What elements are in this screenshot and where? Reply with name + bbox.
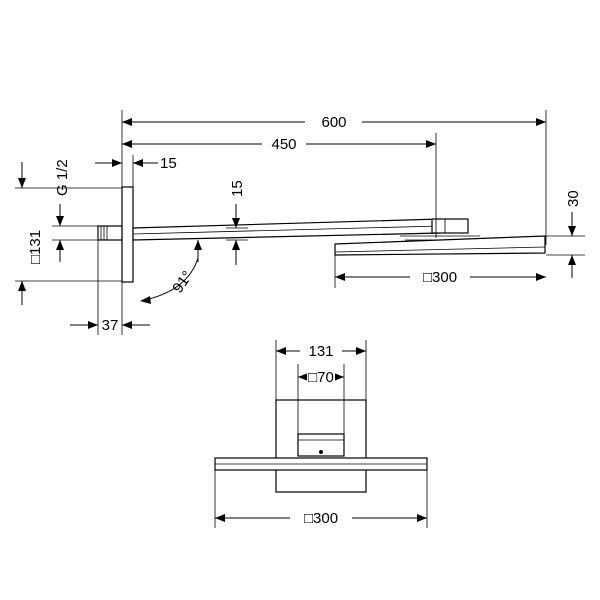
front-plate-width-label: 131 bbox=[308, 343, 333, 360]
dim-450-label: 450 bbox=[271, 136, 296, 153]
front-head-width-label: □300 bbox=[304, 510, 338, 527]
thread-size-label: G 1/2 bbox=[54, 159, 71, 196]
dim-37-label: 37 bbox=[102, 317, 119, 334]
angle-label: 91° bbox=[169, 268, 196, 296]
dim-600-label: 600 bbox=[321, 114, 346, 131]
plate-size-label: □131 bbox=[27, 230, 44, 264]
dim-30-label: 30 bbox=[565, 190, 582, 207]
shower-arm bbox=[132, 218, 441, 241]
dim-15-drop-label: 15 bbox=[229, 180, 246, 197]
thread-nipple bbox=[97, 225, 123, 241]
dim-15-plate-label: 15 bbox=[160, 155, 177, 172]
front-connector bbox=[297, 433, 345, 457]
side-view: 600 450 15 G 1/2 □131 bbox=[15, 110, 585, 335]
connector-width-label: □70 bbox=[308, 369, 334, 386]
wall-plate bbox=[121, 186, 134, 283]
head-size-side-label: □300 bbox=[423, 269, 457, 286]
shower-head bbox=[334, 235, 546, 256]
head-connector bbox=[431, 218, 469, 234]
front-view: 131 □70 □300 bbox=[214, 340, 428, 528]
